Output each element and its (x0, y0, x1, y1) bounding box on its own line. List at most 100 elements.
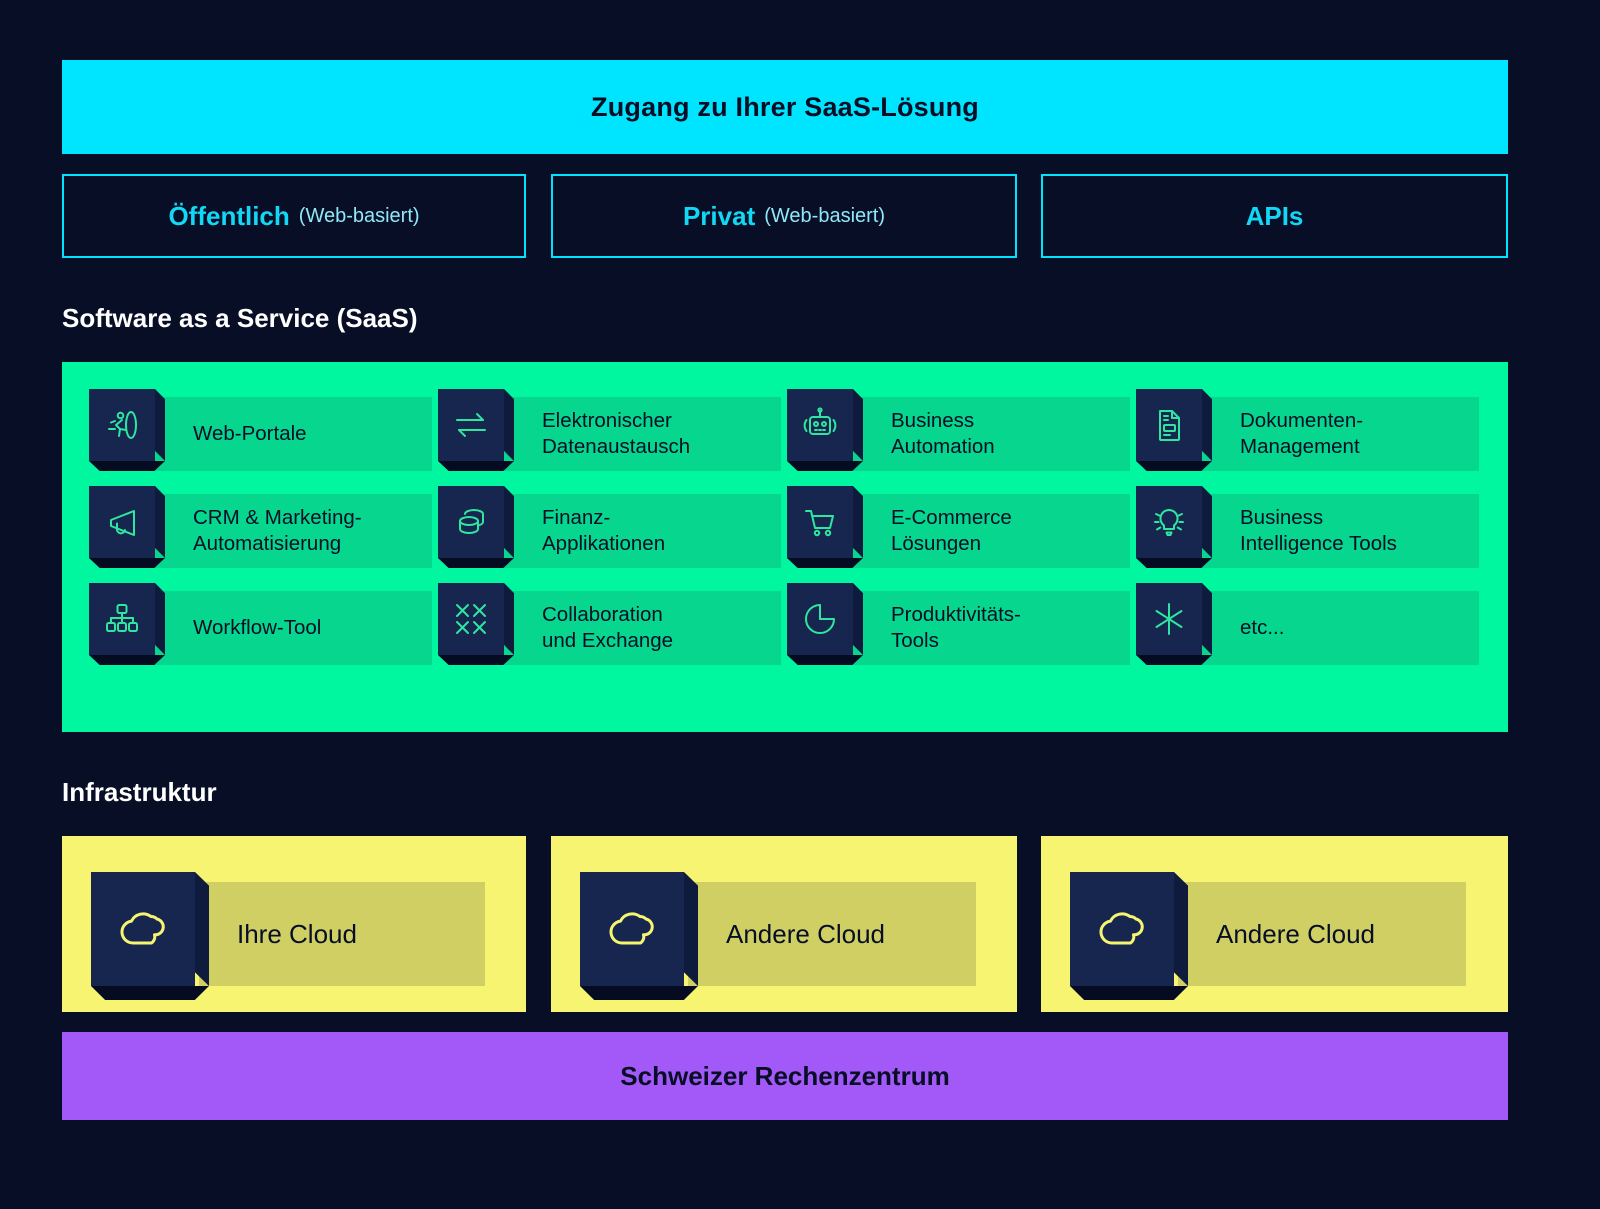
saas-item-tile (438, 486, 514, 568)
infrastructure-card-label: Ihre Cloud (237, 918, 357, 949)
saas-item-plate: E-Commerce Lösungen (851, 494, 1130, 568)
tile-side (853, 486, 863, 558)
infrastructure-card-inner: Andere Cloud (1070, 872, 1478, 1000)
access-title-bar: Zugang zu Ihrer SaaS-Lösung (62, 60, 1508, 154)
saas-item-dokumenten-management[interactable]: Dokumenten- Management (1136, 389, 1479, 479)
access-option-public[interactable]: Öffentlich (Web-basiert) (62, 174, 526, 258)
saas-item-plate: Dokumenten- Management (1200, 397, 1479, 471)
access-option-public-title: Öffentlich (168, 200, 290, 231)
saas-item-plate: Finanz- Applikationen (502, 494, 781, 568)
access-option-private-note: (Web-basiert) (764, 204, 886, 227)
saas-item-elektronischer-datenaustausch[interactable]: Elektronischer Datenaustausch (438, 389, 781, 479)
infrastructure-card-ihre-cloud[interactable]: Ihre Cloud (62, 836, 526, 1012)
infrastructure-card-andere-cloud-2[interactable]: Andere Cloud (1041, 836, 1508, 1012)
infrastructure-card-tile (580, 872, 698, 1000)
access-title-text: Zugang zu Ihrer SaaS-Lösung (591, 91, 979, 122)
saas-item-web-portale[interactable]: Web-Portale (89, 389, 432, 479)
tile-side (155, 389, 165, 461)
cloud-icon (91, 872, 195, 986)
saas-item-plate: Collaboration und Exchange (502, 591, 781, 665)
saas-item-e-commerce-loesungen[interactable]: E-Commerce Lösungen (787, 486, 1130, 576)
saas-item-tile (89, 389, 165, 471)
lightbulb-icon (1136, 486, 1202, 558)
megaphone-icon (89, 486, 155, 558)
infrastructure-card-andere-cloud-1[interactable]: Andere Cloud (551, 836, 1017, 1012)
access-option-apis[interactable]: APIs (1041, 174, 1508, 258)
saas-item-tile (1136, 389, 1212, 471)
saas-item-tile (787, 389, 863, 471)
saas-item-label: E-Commerce Lösungen (891, 505, 1012, 555)
tile-bottom (787, 655, 863, 665)
saas-item-plate: Business Intelligence Tools (1200, 494, 1479, 568)
access-option-private-title: Privat (682, 200, 756, 231)
asterisk-icon (1136, 583, 1202, 655)
collapse-arrows-icon (438, 583, 504, 655)
saas-item-label: Business Automation (891, 408, 995, 458)
tile-side (1202, 486, 1212, 558)
tile-side (504, 389, 514, 461)
infrastructure-card-plate: Ihre Cloud (199, 882, 485, 986)
access-option-private[interactable]: Privat (Web-basiert) (551, 174, 1017, 258)
saas-item-plate: Business Automation (851, 397, 1130, 471)
infrastructure-card-inner: Andere Cloud (580, 872, 988, 1000)
saas-item-label: Finanz- Applikationen (542, 505, 666, 555)
tile-side (853, 389, 863, 461)
saas-item-label: Dokumenten- Management (1240, 408, 1364, 458)
saas-item-tile (1136, 583, 1212, 665)
tile-side (155, 583, 165, 655)
cloud-icon (1070, 872, 1174, 986)
tile-bottom (438, 558, 514, 568)
infrastructure-card-plate: Andere Cloud (688, 882, 976, 986)
shopping-cart-icon (787, 486, 853, 558)
infrastructure-section-heading: Infrastruktur (62, 777, 217, 807)
database-stack-icon (438, 486, 504, 558)
saas-item-plate: Produktivitäts- Tools (851, 591, 1130, 665)
saas-panel: Web-Portale (62, 362, 1508, 732)
saas-item-tile (787, 583, 863, 665)
infrastructure-card-tile (1070, 872, 1188, 1000)
tile-bottom (89, 461, 165, 471)
running-person-portal-icon (89, 389, 155, 461)
cloud-icon (580, 872, 684, 986)
tile-side (1174, 872, 1188, 986)
clock-timer-icon (787, 583, 853, 655)
saas-item-workflow-tool[interactable]: Workflow-Tool (89, 583, 432, 673)
saas-item-label: Business Intelligence Tools (1240, 505, 1397, 555)
saas-item-collaboration-und-exchange[interactable]: Collaboration und Exchange (438, 583, 781, 673)
saas-item-tile (89, 583, 165, 665)
saas-item-label: etc... (1240, 615, 1285, 639)
infrastructure-card-tile (91, 872, 209, 1000)
saas-item-label: Collaboration und Exchange (542, 602, 674, 652)
tile-bottom (91, 986, 209, 1000)
tile-side (504, 583, 514, 655)
saas-item-finanz-applikationen[interactable]: Finanz- Applikationen (438, 486, 781, 576)
saas-item-label: Web-Portale (193, 421, 307, 445)
saas-item-plate: Web-Portale (153, 397, 432, 471)
datacenter-label: Schweizer Rechenzentrum (620, 1060, 950, 1091)
saas-section-heading: Software as a Service (SaaS) (62, 303, 418, 333)
saas-item-produktivitaets-tools[interactable]: Produktivitäts- Tools (787, 583, 1130, 673)
saas-item-plate: etc... (1200, 591, 1479, 665)
saas-item-label: Workflow-Tool (193, 615, 322, 639)
infrastructure-card-plate: Andere Cloud (1178, 882, 1466, 986)
infrastructure-card-label: Andere Cloud (1216, 918, 1375, 949)
infrastructure-card-label: Andere Cloud (726, 918, 885, 949)
tile-bottom (1136, 558, 1212, 568)
tile-bottom (1136, 461, 1212, 471)
tile-bottom (1070, 986, 1188, 1000)
tile-side (504, 486, 514, 558)
saas-item-etc[interactable]: etc... (1136, 583, 1479, 673)
saas-item-business-intelligence-tools[interactable]: Business Intelligence Tools (1136, 486, 1479, 576)
saas-item-tile (1136, 486, 1212, 568)
saas-item-crm-marketing-automatisierung[interactable]: CRM & Marketing- Automatisierung (89, 486, 432, 576)
hierarchy-icon (89, 583, 155, 655)
tile-bottom (787, 558, 863, 568)
tile-bottom (580, 986, 698, 1000)
access-option-apis-title: APIs (1245, 200, 1304, 231)
access-options-row: Öffentlich (Web-basiert) Privat (Web-bas… (62, 174, 1508, 258)
saas-item-business-automation[interactable]: Business Automation (787, 389, 1130, 479)
tile-side (853, 583, 863, 655)
saas-item-plate: Elektronischer Datenaustausch (502, 397, 781, 471)
robot-icon (787, 389, 853, 461)
tile-bottom (1136, 655, 1212, 665)
